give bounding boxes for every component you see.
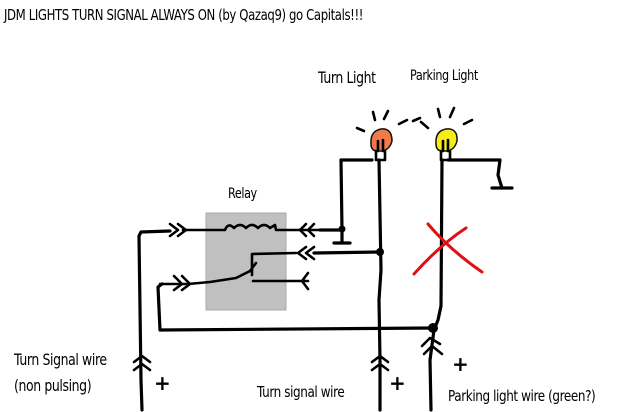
turn-light-label: Turn Light <box>318 68 376 87</box>
coil-input-arrow <box>168 222 188 238</box>
relay-feed-wire <box>156 282 434 332</box>
relay-coil <box>181 223 322 232</box>
turn-bulb <box>355 109 409 162</box>
turn-signal-wire-label: Turn Signal wire <box>14 350 107 369</box>
parking-ground-wire <box>446 158 504 190</box>
relay-switch-contact <box>248 251 298 277</box>
cut-mark-icon <box>412 222 484 276</box>
turn-signal-connector-left <box>132 354 152 372</box>
relay-switch-input-arrow <box>296 245 316 261</box>
parking-light-wire <box>432 158 444 332</box>
turn-signal-connector-middle <box>370 354 390 372</box>
junction-coil <box>338 225 346 233</box>
parking-light-wire-label: Parking light wire (green?) <box>448 387 596 405</box>
relay-label: Relay <box>228 186 257 202</box>
relay-common-wire <box>158 268 254 286</box>
parking-bulb <box>411 106 474 162</box>
plus-marker-middle: + <box>389 371 406 395</box>
relay-switch-to-turn-wire <box>312 250 382 255</box>
diagram-title: JDM LIGHTS TURN SIGNAL ALWAYS ON (by Qaz… <box>4 6 364 24</box>
turn-bulb-rays <box>355 109 409 133</box>
non-pulsing-label: (non pulsing) <box>14 376 92 395</box>
parking-bulb-rays <box>411 106 474 130</box>
turn-bulb-glass <box>370 128 393 152</box>
plus-marker-left: + <box>154 371 171 395</box>
plus-marker-right: + <box>452 352 469 376</box>
parking-light-label: Parking Light <box>410 68 478 84</box>
turn-signal-wire-middle <box>377 158 383 412</box>
junction-turn <box>376 248 384 256</box>
turn-signal-wire-left <box>137 229 172 412</box>
relay-no-contact <box>251 271 310 291</box>
parking-bulb-glass <box>435 128 458 152</box>
parking-connector <box>420 336 444 356</box>
relay-common-arrow <box>172 274 192 292</box>
coil-output-arrow <box>298 222 316 238</box>
coil-to-turn-light-wire <box>318 158 374 232</box>
parking-wire-bottom <box>428 328 436 412</box>
turn-signal-wire-middle-label: Turn signal wire <box>257 383 345 401</box>
